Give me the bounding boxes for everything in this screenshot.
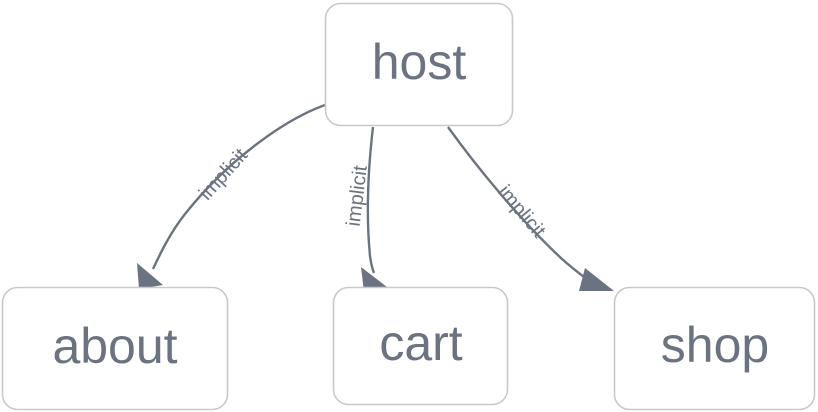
node-about-label: about [52,318,177,374]
node-cart-rect [332,286,509,406]
node-shop-rect [613,286,816,411]
node-about[interactable]: about [1,286,229,411]
edge-host-cart-path [366,126,376,274]
node-shop-label: shop [661,317,769,373]
edge-host-about-path [151,102,329,270]
edge-host-cart-arrowhead [361,267,387,292]
node-cart-label: cart [379,315,462,371]
node-host-label: host [372,34,467,90]
edge-label-group: implicit implicit implicit [195,144,550,242]
node-host-rect [324,2,514,127]
edge-host-shop-path [447,126,589,281]
edge-host-shop[interactable] [447,126,614,291]
edge-label-host-shop: implicit [493,181,549,242]
node-cart[interactable]: cart [332,286,509,406]
node-host[interactable]: host [324,2,514,127]
edge-host-shop-arrowhead [579,268,614,291]
edge-label-host-about: implicit [195,144,253,204]
edge-host-about-arrowhead [137,263,163,289]
edge-host-cart[interactable] [361,126,387,292]
edge-group [137,102,614,292]
node-about-rect [1,286,229,411]
edge-host-about[interactable] [137,102,329,289]
node-shop[interactable]: shop [613,286,816,411]
